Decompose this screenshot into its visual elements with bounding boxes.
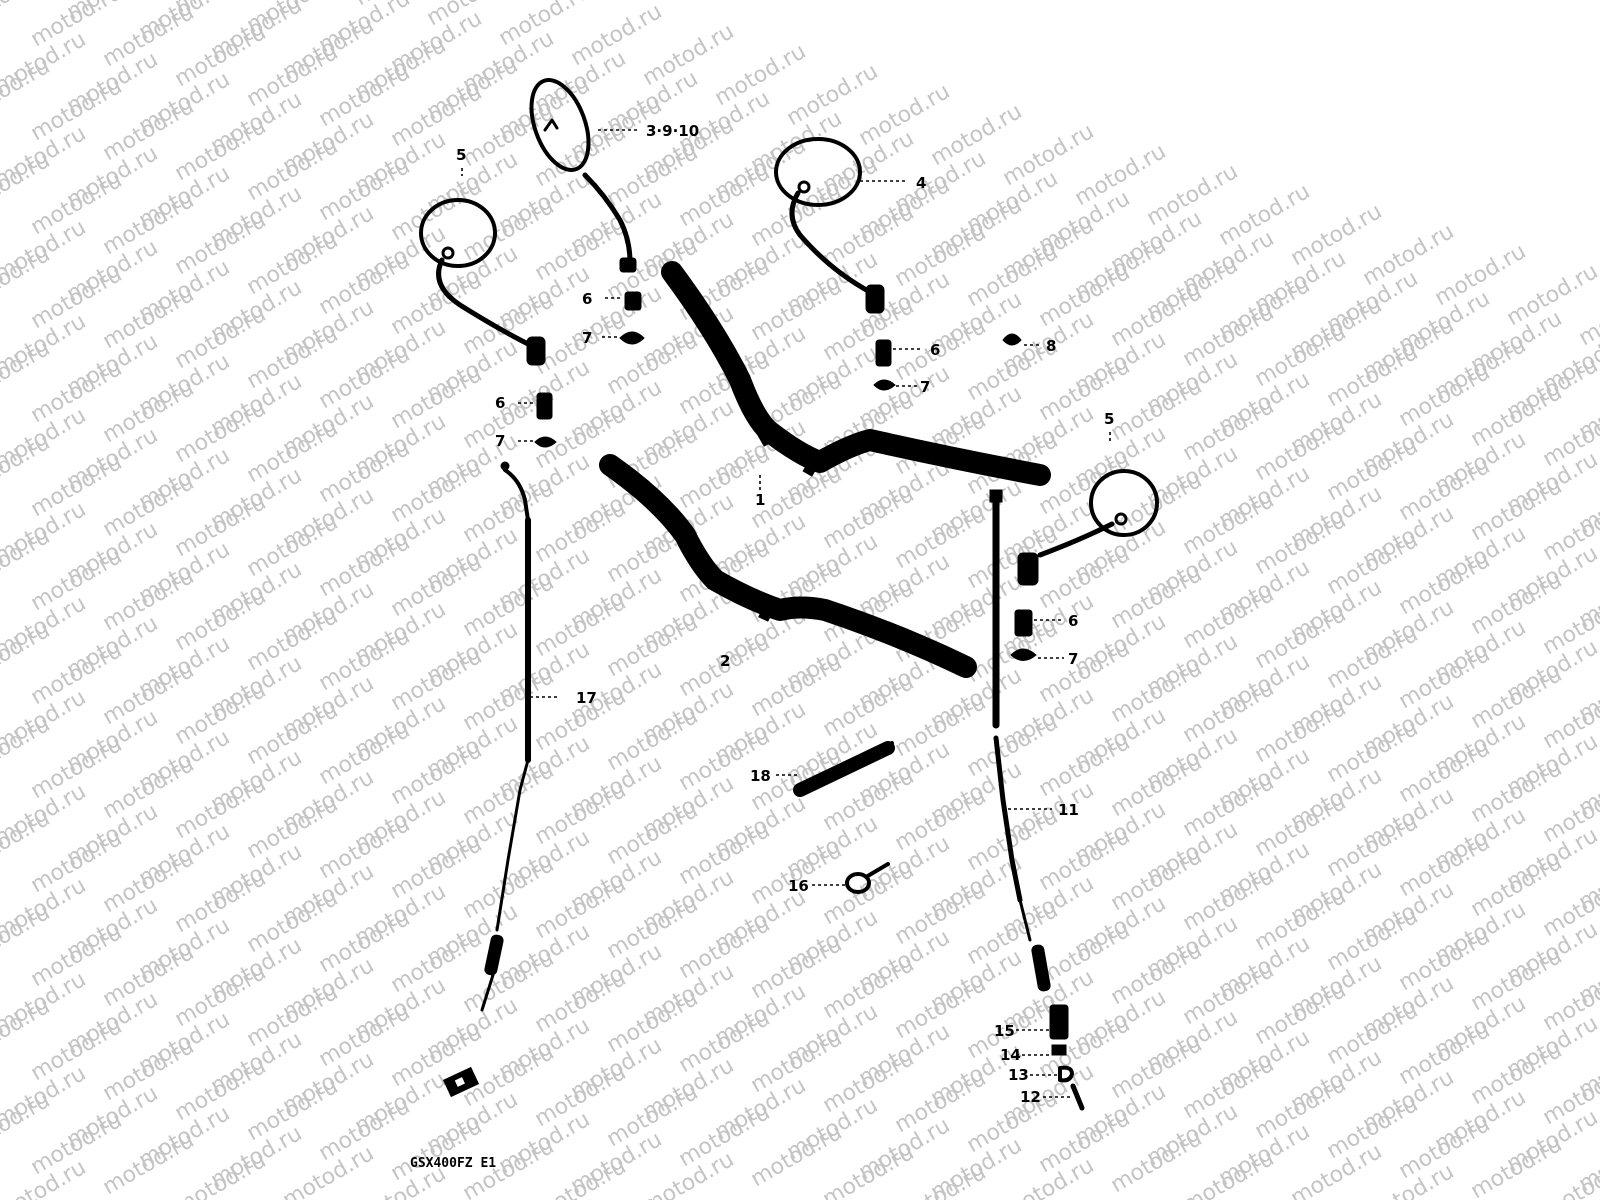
mirror-mount-bolt-6b (536, 392, 553, 420)
callout-14: 14 (1000, 1046, 1021, 1064)
callout-6d: 6 (1068, 612, 1078, 630)
callout-6b: 6 (495, 394, 505, 412)
watermark-text: motod.ru (1467, 1132, 1567, 1200)
callout-7d: 7 (1068, 650, 1078, 668)
callout-6c: 6 (930, 341, 940, 359)
callout-11: 11 (1058, 801, 1079, 819)
callout-3-9-10: 3·9·10 (646, 122, 699, 140)
cap-8 (1002, 333, 1022, 346)
adjuster-15 (1049, 1004, 1069, 1040)
nut-7c (873, 379, 896, 391)
callout-8: 8 (1046, 337, 1056, 355)
callout-5-right: 5 (1104, 410, 1114, 428)
diagram-code: GSX400FZ E1 (410, 1156, 496, 1171)
watermark-text: motod.ru (747, 1120, 847, 1192)
callout-18: 18 (750, 767, 771, 785)
callout-13: 13 (1008, 1066, 1029, 1084)
locknut-14 (1051, 1044, 1067, 1056)
callout-6a: 6 (582, 290, 592, 308)
callout-7b: 7 (495, 432, 505, 450)
watermark-text: motod.ru (1107, 1126, 1207, 1198)
callout-2: 2 (720, 652, 730, 670)
callout-15: 15 (994, 1022, 1015, 1040)
callout-1: 1 (755, 491, 765, 509)
nut-7a (619, 331, 645, 345)
callout-7c: 7 (920, 378, 930, 396)
watermark-text: motod.ru (99, 1128, 199, 1200)
mirror-mount-bolt-6c (875, 339, 892, 367)
callout-17: 17 (576, 689, 597, 707)
callout-16: 16 (788, 877, 809, 895)
callout-4: 4 (916, 174, 926, 192)
mirror-mount-bolt-6d (1014, 609, 1033, 637)
callout-12: 12 (1020, 1088, 1041, 1106)
callout-7a: 7 (582, 329, 592, 347)
mirror-mount-bolt-6a (624, 291, 642, 311)
callout-5-left: 5 (456, 146, 466, 164)
